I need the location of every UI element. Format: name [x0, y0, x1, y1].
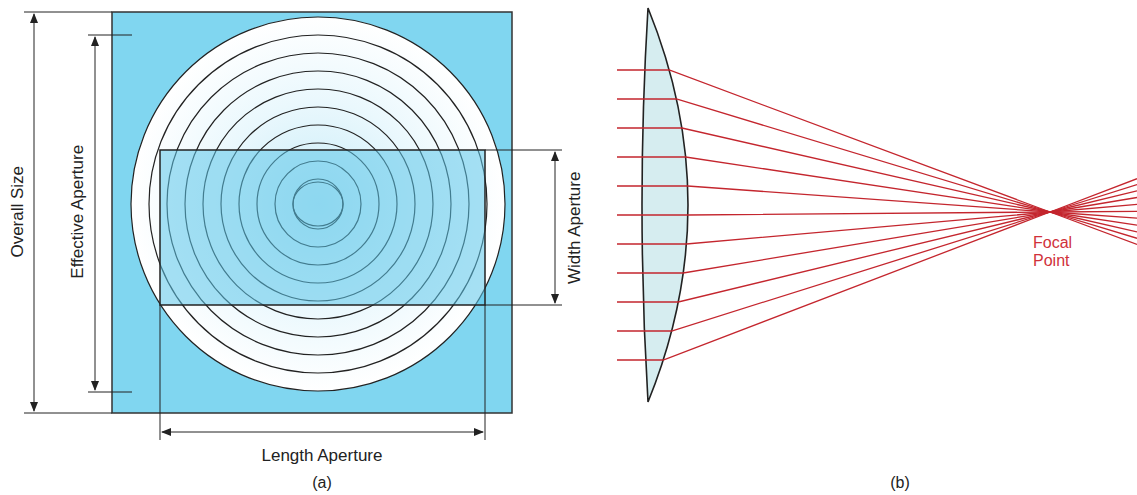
- lens-sheet: [112, 12, 512, 413]
- light-ray: [617, 157, 1137, 225]
- light-ray: [617, 179, 1137, 360]
- panel-label: (b): [890, 474, 910, 492]
- aperture-rect: [160, 150, 485, 305]
- dimension-label: Width Aperture: [565, 172, 585, 284]
- light-ray: [617, 99, 1137, 238]
- light-rays: [617, 70, 1137, 360]
- light-ray: [617, 191, 1137, 302]
- light-ray: [617, 128, 1137, 232]
- light-ray: [617, 70, 1137, 244]
- light-ray: [617, 185, 1137, 331]
- dimension-label: Effective Aperture: [68, 145, 88, 279]
- panel-label: (a): [312, 474, 332, 492]
- convex-lens: [642, 8, 688, 402]
- fresnel-ring: [149, 35, 487, 373]
- dimension-lines: [24, 12, 562, 440]
- dimension-label: Overall Size: [8, 166, 28, 258]
- focal-label: Focal Point: [1033, 234, 1083, 271]
- light-ray: [617, 186, 1137, 218]
- dimension-label: Length Aperture: [262, 446, 383, 466]
- fresnel-disc: [131, 17, 505, 391]
- fresnel-rings: [149, 35, 487, 373]
